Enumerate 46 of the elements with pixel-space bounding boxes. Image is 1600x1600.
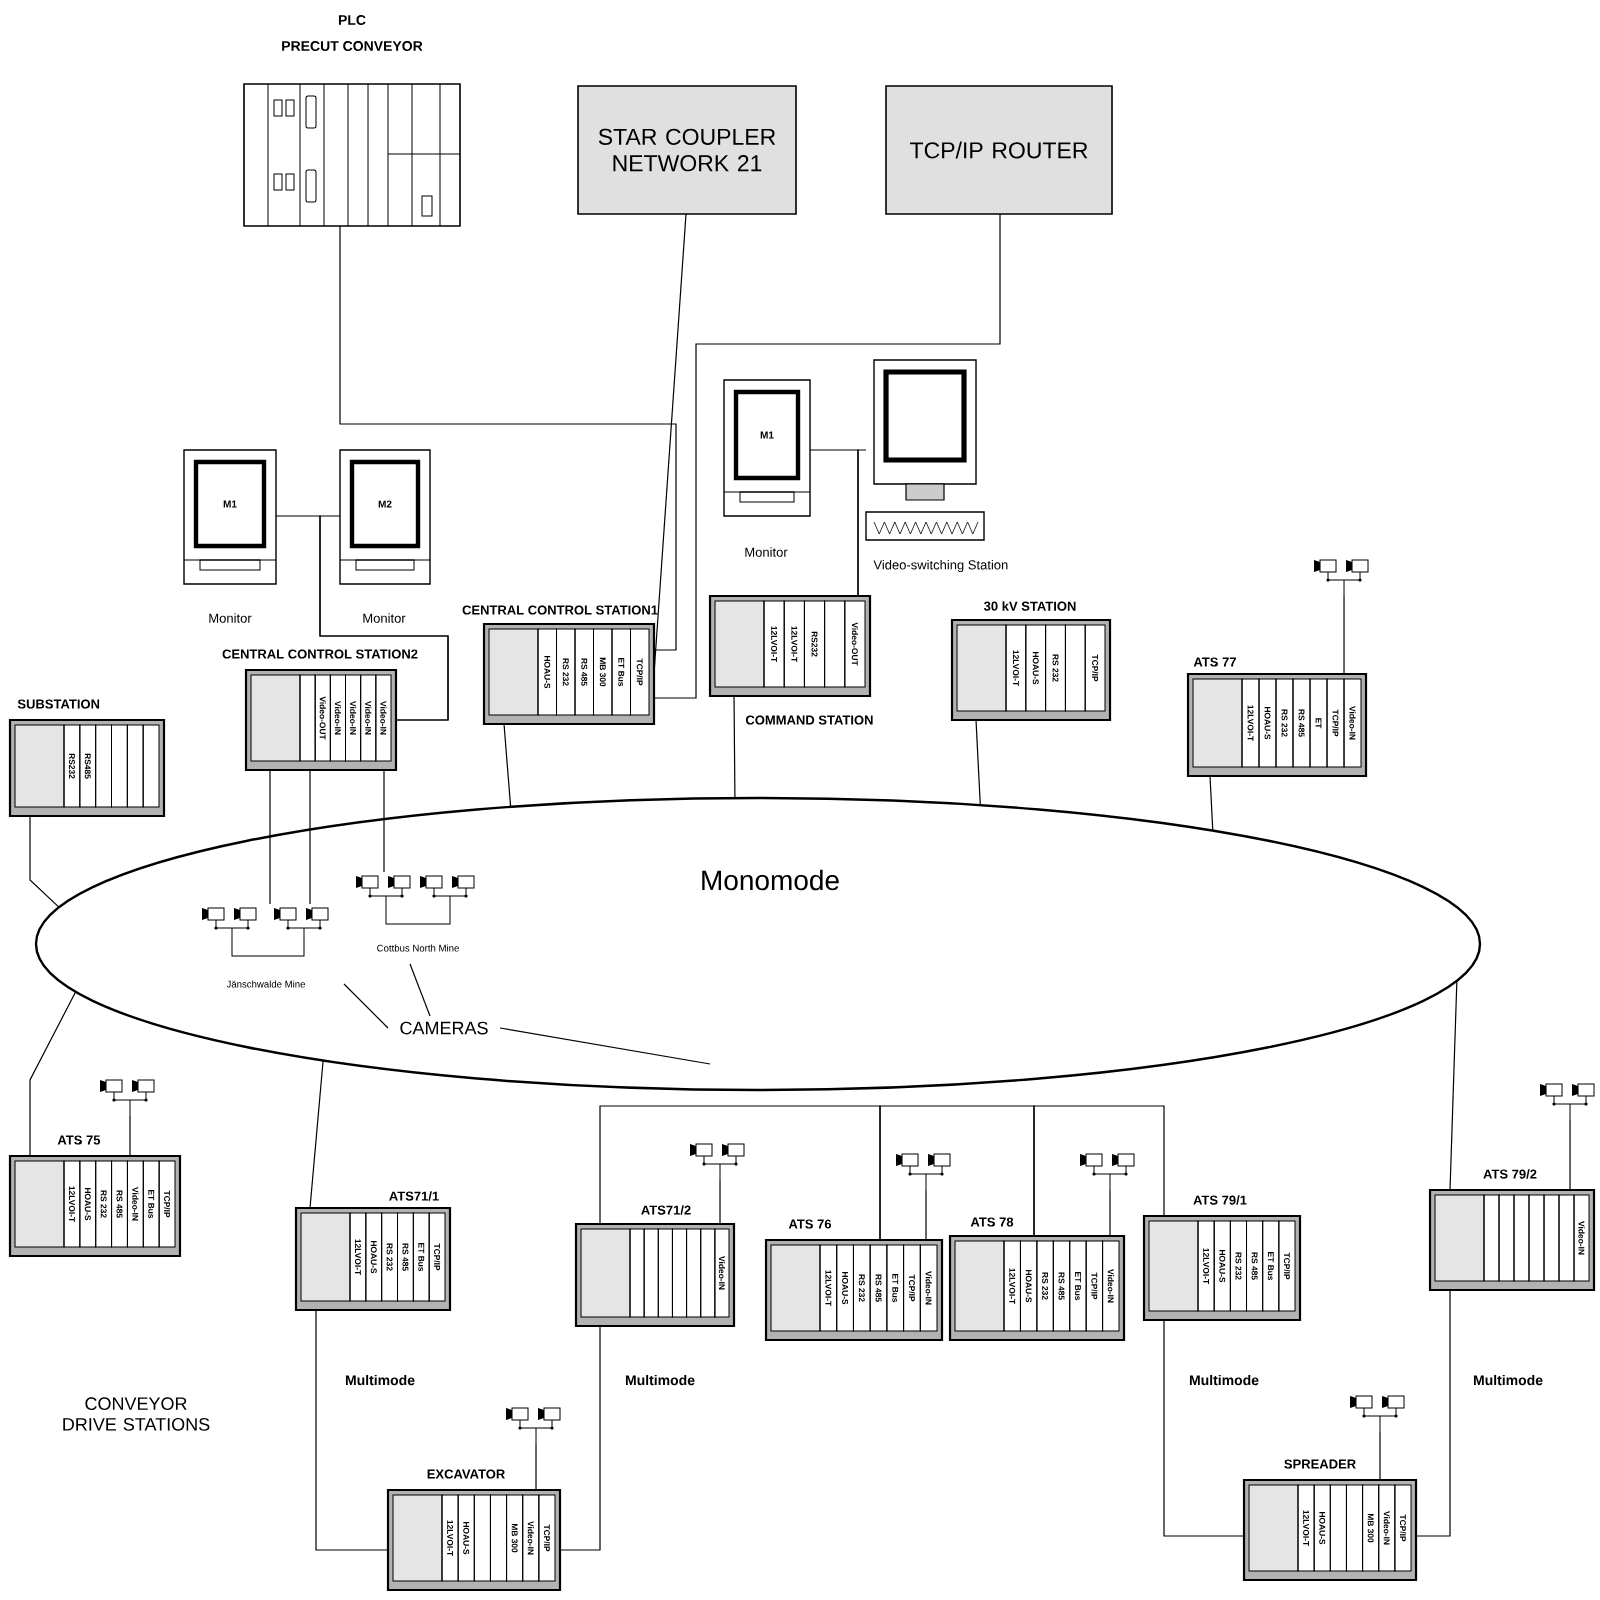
connection-line <box>1379 1431 1381 1481</box>
camera-drawing <box>690 1143 745 1181</box>
leader-line <box>409 963 431 1017</box>
connection-line <box>269 769 271 905</box>
connection-line <box>1163 1319 1245 1537</box>
camera-drawing <box>1350 1395 1405 1433</box>
connection-line <box>315 1309 389 1551</box>
connection-line <box>383 769 385 873</box>
connection-line <box>925 1189 927 1241</box>
camera-drawing <box>1540 1083 1595 1121</box>
connection-line <box>1415 1289 1451 1537</box>
camera-drawing <box>506 1407 561 1445</box>
device-box: STAR COUPLER NETWORK 21 <box>577 85 797 215</box>
leader-line <box>499 1027 711 1065</box>
camera-drawing <box>896 1153 951 1191</box>
connection-line <box>535 1443 537 1491</box>
camera-drawing <box>1314 559 1369 597</box>
connection-line <box>653 213 687 675</box>
connection-line <box>1109 1189 1111 1237</box>
connection-line <box>339 225 677 651</box>
connection-line <box>1449 980 1458 1191</box>
connection-line <box>719 1179 721 1225</box>
connection-line <box>309 769 311 905</box>
leader-line <box>343 983 389 1029</box>
connection-line <box>857 449 867 597</box>
connection-line <box>1569 1119 1571 1191</box>
connection-line <box>129 1115 131 1157</box>
camera-drawing <box>100 1079 155 1117</box>
connection-line <box>319 515 449 721</box>
connection-line <box>29 991 77 1157</box>
connection-line <box>653 213 1001 699</box>
device-box: TCP/IP ROUTER <box>885 85 1113 215</box>
connection-line <box>503 723 512 808</box>
connection-line <box>29 815 60 908</box>
camera-drawing <box>1080 1153 1135 1191</box>
connection-line <box>309 1059 324 1209</box>
connection-line <box>1209 775 1214 832</box>
ring-label: Monomode <box>702 869 839 891</box>
connection-line <box>975 719 981 806</box>
connection-line <box>1343 595 1345 675</box>
connection-line <box>733 695 736 799</box>
connection-line <box>879 1105 1035 1241</box>
connection-line <box>1033 1105 1165 1237</box>
connection-line <box>559 1325 601 1551</box>
area-label: CONVEYOR DRIVE STATIONS <box>63 1397 210 1431</box>
cameras-label: CAMERAS <box>400 1021 488 1035</box>
